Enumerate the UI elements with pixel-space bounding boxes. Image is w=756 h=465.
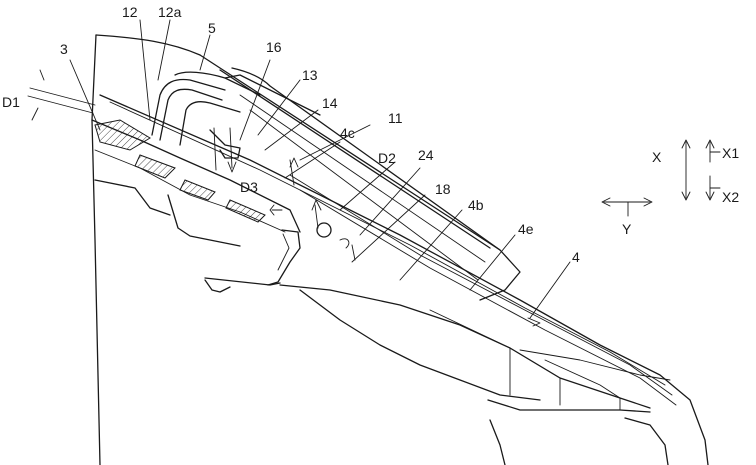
cover-member-11 — [199, 54, 521, 301]
label-12a: 12a — [158, 4, 182, 20]
label-4e: 4e — [518, 221, 534, 237]
label-4: 4 — [572, 249, 580, 265]
legend-x2-label: X2 — [722, 189, 739, 205]
vehicle-body-outline — [91, 34, 201, 465]
label-4c: 4c — [340, 125, 355, 141]
label-11: 11 — [388, 110, 403, 126]
dimension-arrows — [27, 69, 356, 261]
label-D1: D1 — [2, 94, 20, 110]
reference-labels: 12 12a 5 16 13 14 11 4c 3 D1 D2 D3 24 18… — [2, 4, 580, 265]
seal-region-3 — [91, 119, 301, 233]
direction-legend: X X1 X2 Y — [601, 139, 739, 237]
x1-up-arrow-icon — [705, 139, 721, 163]
label-12: 12 — [122, 4, 138, 20]
y-double-arrow-icon — [601, 197, 653, 217]
label-16: 16 — [266, 39, 282, 55]
hook-member-12 — [151, 71, 321, 146]
legend-x-label: X — [652, 149, 662, 165]
label-D3: D3 — [240, 179, 258, 195]
legend-x1-label: X1 — [722, 145, 739, 161]
lower-frame-bracket — [94, 179, 301, 293]
label-D2: D2 — [378, 150, 396, 166]
label-5: 5 — [208, 20, 216, 36]
label-24: 24 — [418, 147, 434, 163]
leader-lines — [69, 19, 571, 327]
label-14: 14 — [322, 95, 338, 111]
roller-18 — [316, 222, 350, 249]
x2-down-arrow-icon — [705, 175, 721, 201]
label-3: 3 — [60, 41, 68, 57]
legend-y-label: Y — [622, 221, 632, 237]
lower-structure — [279, 284, 671, 465]
hood-panel-4 — [99, 94, 709, 465]
label-13: 13 — [302, 67, 318, 83]
fastener-16 — [209, 127, 241, 171]
x-double-arrow-icon — [681, 139, 691, 201]
label-18: 18 — [435, 181, 451, 197]
label-4b: 4b — [468, 197, 484, 213]
